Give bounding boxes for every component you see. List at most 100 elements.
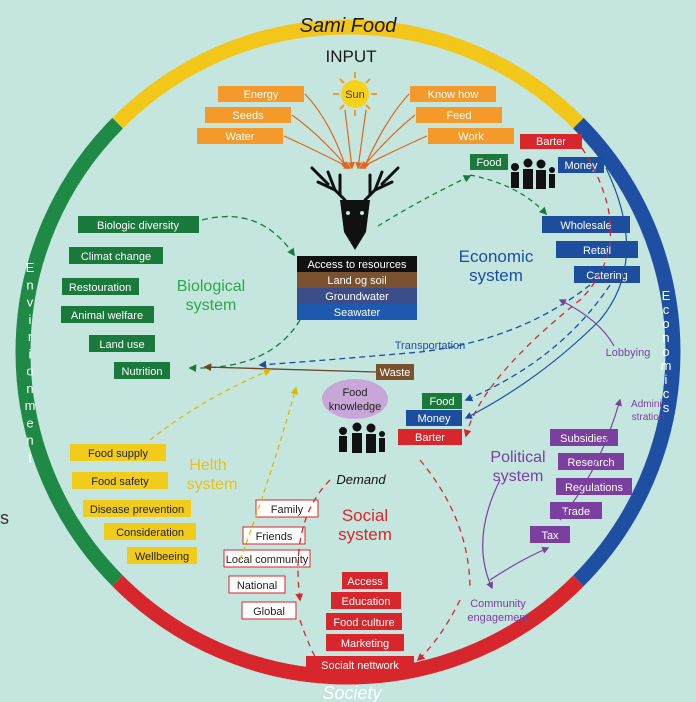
reindeer-head-icon — [310, 166, 400, 250]
arrow-health-2 — [239, 386, 299, 561]
arrow-bio-loop — [188, 319, 301, 373]
social-family: Family — [271, 504, 304, 516]
community-2: engagement — [467, 612, 528, 624]
ring-label-bottom: Society — [322, 683, 382, 702]
political-research: Research — [567, 457, 614, 469]
input-right-list: Know how Feed Work — [410, 86, 514, 144]
sun-icon — [333, 72, 377, 116]
sun-label: Sun — [345, 89, 365, 101]
resource-land: Land og soil — [327, 275, 386, 287]
economic-wholesale: Wholesale — [560, 220, 611, 232]
edge-fragment: s — [0, 508, 9, 528]
biological-title-1: Biological — [177, 278, 245, 295]
bio-nutrition: Nutrition — [122, 366, 163, 378]
ring-segment-bottom — [112, 575, 584, 685]
arrow-political-main — [489, 546, 550, 581]
ring-left-letter: v — [27, 295, 34, 310]
access-title: Access to resources — [307, 259, 407, 271]
arrow-bio-to-resources — [201, 216, 295, 257]
health-wellbeing: Wellbeeing — [135, 551, 189, 563]
economic-system: Food Barter Money Wholesale Retail Cater… — [395, 134, 651, 359]
health-consideration: Consideration — [116, 527, 184, 539]
input-work: Work — [458, 131, 484, 143]
ring-right-letter: o — [662, 344, 669, 359]
waste-box — [376, 364, 414, 380]
ring-left-letter: o — [26, 364, 33, 379]
administration-1: Admini- — [631, 399, 665, 410]
economic-food: Food — [476, 157, 501, 169]
arrow-head-to-food — [377, 175, 472, 227]
arrow-lobbying — [558, 299, 615, 347]
arrow-political-loop — [482, 479, 501, 590]
arrow-waste — [203, 363, 377, 373]
social-global: Global — [253, 606, 285, 618]
biological-system: Biologic diversity Climat change Restour… — [61, 216, 245, 379]
ring-left-letter: r — [28, 329, 33, 344]
health-title-1: Helth — [189, 457, 226, 474]
political-title-2: system — [493, 468, 544, 485]
arrow-catering-to-food — [464, 284, 611, 402]
ring-left-letter: i — [29, 312, 32, 327]
lobbying-label: Lobbying — [606, 347, 651, 359]
input-energy: Energy — [244, 89, 279, 101]
resource-groundwater: Groundwater — [325, 291, 389, 303]
ring-right-letter: E — [662, 288, 671, 303]
bio-animal-welfare: Animal welfare — [71, 310, 143, 322]
ring-right-letter: o — [662, 316, 669, 331]
economic-title-2: system — [469, 266, 523, 285]
ring-right-letter: m — [661, 358, 672, 373]
demand-family-icon — [339, 422, 385, 453]
community-1: Community — [470, 598, 526, 610]
arrow-food-to-wholesale — [469, 174, 548, 216]
health-food-safety: Food safety — [91, 476, 149, 488]
administration-2: stration — [632, 412, 665, 423]
economic-catering: Catering — [586, 270, 628, 282]
input-title: INPUT — [326, 47, 377, 66]
political-regulations: Regulations — [565, 482, 624, 494]
bio-diversity: Biologic diversity — [97, 220, 179, 232]
economic-money: Money — [564, 160, 598, 172]
ring-left-letter: e — [26, 415, 33, 430]
political-title-1: Political — [490, 449, 545, 466]
demand-group: Food Money Barter Demand — [336, 393, 462, 487]
ring-right-letter: c — [663, 302, 670, 317]
health-food-supply: Food supply — [88, 448, 148, 460]
knowledge-bubble — [322, 379, 388, 419]
resource-seawater: Seawater — [334, 307, 381, 319]
ring-right-letter: s — [663, 400, 670, 415]
input-know-how: Know how — [428, 89, 479, 101]
arrow-health-up — [149, 368, 272, 441]
demand-label: Demand — [336, 472, 386, 487]
ring-label-top: Sami Food — [300, 15, 398, 37]
waste-label: Waste — [380, 367, 411, 379]
economic-title-1: Economic — [459, 247, 534, 266]
flow-arrows — [149, 147, 628, 666]
bio-land-use: Land use — [99, 339, 144, 351]
outer-ring — [15, 19, 681, 685]
demand-barter: Barter — [415, 432, 445, 444]
ring-segment-right — [573, 117, 681, 587]
demand-food: Food — [429, 396, 454, 408]
input-left-list: Energy Seeds Water — [197, 86, 304, 144]
arrow-administration — [559, 398, 622, 521]
social-food-culture: Food culture — [333, 617, 394, 629]
arrow-transportation — [258, 284, 591, 369]
biological-title-2: system — [186, 297, 237, 314]
arrow-demand-down — [419, 459, 471, 591]
health-system: Food supply Food safety Disease preventi… — [70, 444, 237, 564]
ring-left-letter: m — [25, 398, 36, 413]
bio-restoration: Restouration — [69, 282, 131, 294]
ring-left-letter: n — [26, 381, 33, 396]
input-arrows — [283, 93, 428, 170]
health-title-2: system — [187, 476, 238, 493]
social-local: Local community — [226, 554, 309, 566]
social-access: Access — [347, 576, 383, 588]
health-disease: Disease prevention — [90, 504, 184, 516]
social-title-2: system — [338, 525, 392, 544]
input-water: Water — [226, 131, 255, 143]
resources-stack: Access to resources Land og soil Groundw… — [297, 256, 417, 320]
social-national: National — [237, 580, 277, 592]
